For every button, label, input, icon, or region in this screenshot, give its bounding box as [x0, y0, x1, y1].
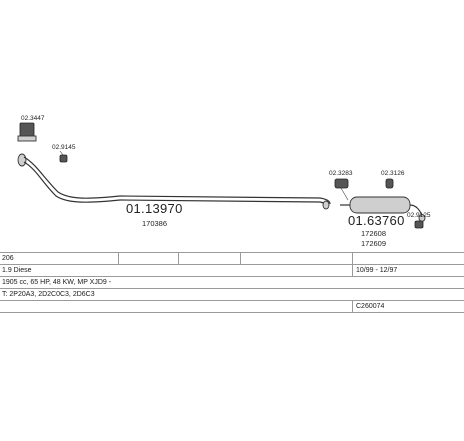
column-divider [240, 253, 241, 264]
types-cell: T: 2P20A3, 2D2C0C3, 2D6C3 [2, 291, 95, 298]
vehicle-info-table: 206 1.9 Diese 10/99 - 12/97 1905 cc, 65 … [0, 252, 464, 313]
top-clamp-bracket [17, 135, 37, 142]
mount-leader-right [340, 187, 349, 201]
front-pipe-oe: 170386 [142, 219, 167, 228]
front-pipe-end [322, 200, 330, 210]
clamp-part-left [59, 154, 68, 163]
clamp-code-left: 02.9145 [52, 144, 76, 151]
column-divider [352, 301, 353, 312]
column-divider [178, 253, 179, 264]
mount-code-right: 02.3283 [329, 170, 353, 177]
mount-code-right-2: 02.3126 [381, 170, 405, 177]
front-flange [17, 153, 27, 167]
top-clamp-code: 02.3447 [21, 115, 45, 122]
model-cell: 206 [2, 255, 14, 262]
front-pipe [23, 156, 331, 205]
front-pipe-code: 01.13970 [126, 201, 183, 216]
table-row-types: T: 2P20A3, 2D2C0C3, 2D6C3 [0, 289, 464, 301]
tail-clamp-code: 02.9125 [407, 212, 431, 219]
table-row-catalog: C260074 [0, 301, 464, 313]
mount-part-right [334, 178, 349, 189]
rear-silencer-code: 01.63760 [348, 213, 405, 228]
table-row-model: 206 [0, 252, 464, 265]
column-divider [118, 253, 119, 264]
column-divider [352, 265, 353, 276]
table-row-engine: 1.9 Diese 10/99 - 12/97 [0, 265, 464, 277]
engine-cell: 1.9 Diese [2, 267, 32, 274]
date-range-cell: 10/99 - 12/97 [356, 267, 398, 274]
column-divider [352, 253, 353, 264]
catalog-number-cell: C260074 [356, 303, 385, 310]
rear-silencer-oe-1: 172608 [361, 229, 386, 238]
rear-silencer-oe-2: 172609 [361, 239, 386, 248]
exhaust-system-diagram: 02.3447 02.9145 01.13970 170386 02.3283 … [17, 115, 431, 248]
mount-part-right-2 [385, 178, 394, 189]
tail-clamp-part [414, 220, 424, 229]
table-row-specs: 1905 cc, 65 HP, 48 KW, MP XJD9 - [0, 277, 464, 289]
clamp-leader-left [59, 150, 64, 156]
specs-cell: 1905 cc, 65 HP, 48 KW, MP XJD9 - [2, 279, 112, 286]
rear-silencer-body [349, 196, 411, 214]
